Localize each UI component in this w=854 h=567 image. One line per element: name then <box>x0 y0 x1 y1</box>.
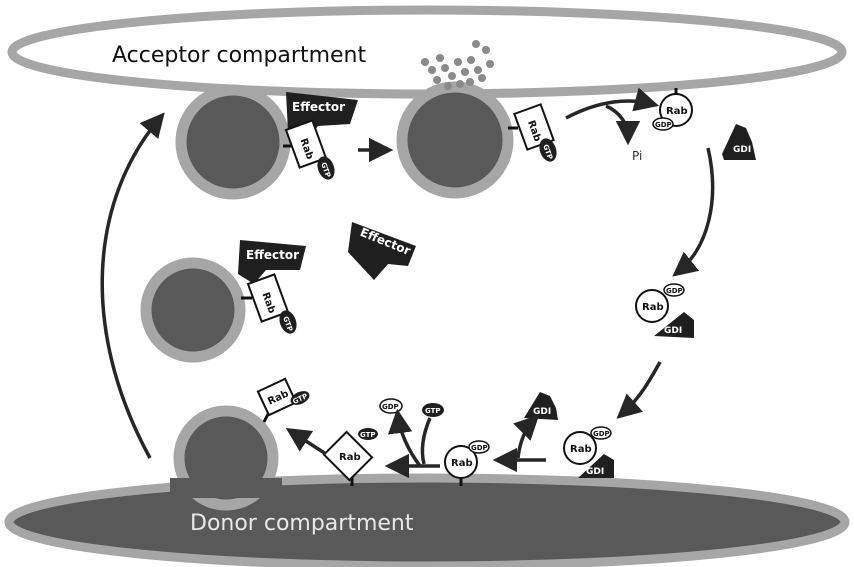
svg-text:Effector: Effector <box>292 100 345 114</box>
budding-vesicle <box>170 411 282 505</box>
acceptor-compartment-label: Acceptor compartment <box>112 43 366 68</box>
arrow-gtp-hydrolysis <box>566 101 652 118</box>
arrow-gtp-in <box>422 418 430 464</box>
gtp-incoming: GTP <box>422 403 444 417</box>
donor-compartment-label: Donor compartment <box>190 511 414 536</box>
gdi-free: GDI <box>722 124 756 160</box>
effector-free: Effector <box>348 222 416 280</box>
arrow-extraction-by-gdi <box>678 148 713 272</box>
rab-gtp-budding: Rab GTP <box>258 379 312 422</box>
svg-text:Rab: Rab <box>666 106 688 117</box>
rab-gdp-acceptor: Rab GDP <box>653 88 692 130</box>
svg-text:GDP: GDP <box>593 430 610 438</box>
svg-text:Pi: Pi <box>632 149 642 163</box>
rab-gdp-gdi-complex: GDI Rab GDP <box>636 284 694 338</box>
svg-text:Rab: Rab <box>451 458 473 469</box>
svg-text:GDP: GDP <box>471 444 488 452</box>
rab-gtp-vesicle: Rab GTP <box>241 274 300 336</box>
arrow-return-to-donor <box>622 362 660 414</box>
transport-vesicle <box>146 263 240 357</box>
svg-text:GTP: GTP <box>425 407 441 415</box>
svg-text:GDI: GDI <box>733 145 751 155</box>
svg-text:GDP: GDP <box>655 121 672 129</box>
svg-text:GDI: GDI <box>664 326 682 336</box>
arrow-to-bud <box>292 432 326 454</box>
svg-text:Effector: Effector <box>246 248 299 262</box>
svg-text:GDP: GDP <box>382 403 399 411</box>
svg-text:Rab: Rab <box>339 452 361 463</box>
svg-text:GDI: GDI <box>533 407 551 417</box>
svg-text:GTP: GTP <box>360 431 376 439</box>
acceptor-compartment: Acceptor compartment <box>12 10 842 94</box>
donor-compartment: Donor compartment <box>9 478 845 566</box>
gdp-released: GDP <box>380 399 402 413</box>
rab-gtp-docked: Rab GTP <box>283 120 338 182</box>
pi-release: Pi <box>632 149 642 163</box>
rab-gtp-fusing: Rab GTP <box>508 104 560 164</box>
gdi-released: GDI <box>524 392 558 420</box>
svg-text:Rab: Rab <box>642 302 664 313</box>
svg-text:GDP: GDP <box>666 287 683 295</box>
arrow-pi-release <box>606 106 628 138</box>
arrow-gdp-out <box>398 416 420 466</box>
svg-text:GDI: GDI <box>586 467 604 477</box>
docking-vesicle <box>181 90 285 194</box>
rab-gdp-gdi-donor: GDI Rab GDP <box>564 427 614 478</box>
svg-text:Rab: Rab <box>570 444 592 455</box>
arrow-gdi-release <box>518 420 534 458</box>
